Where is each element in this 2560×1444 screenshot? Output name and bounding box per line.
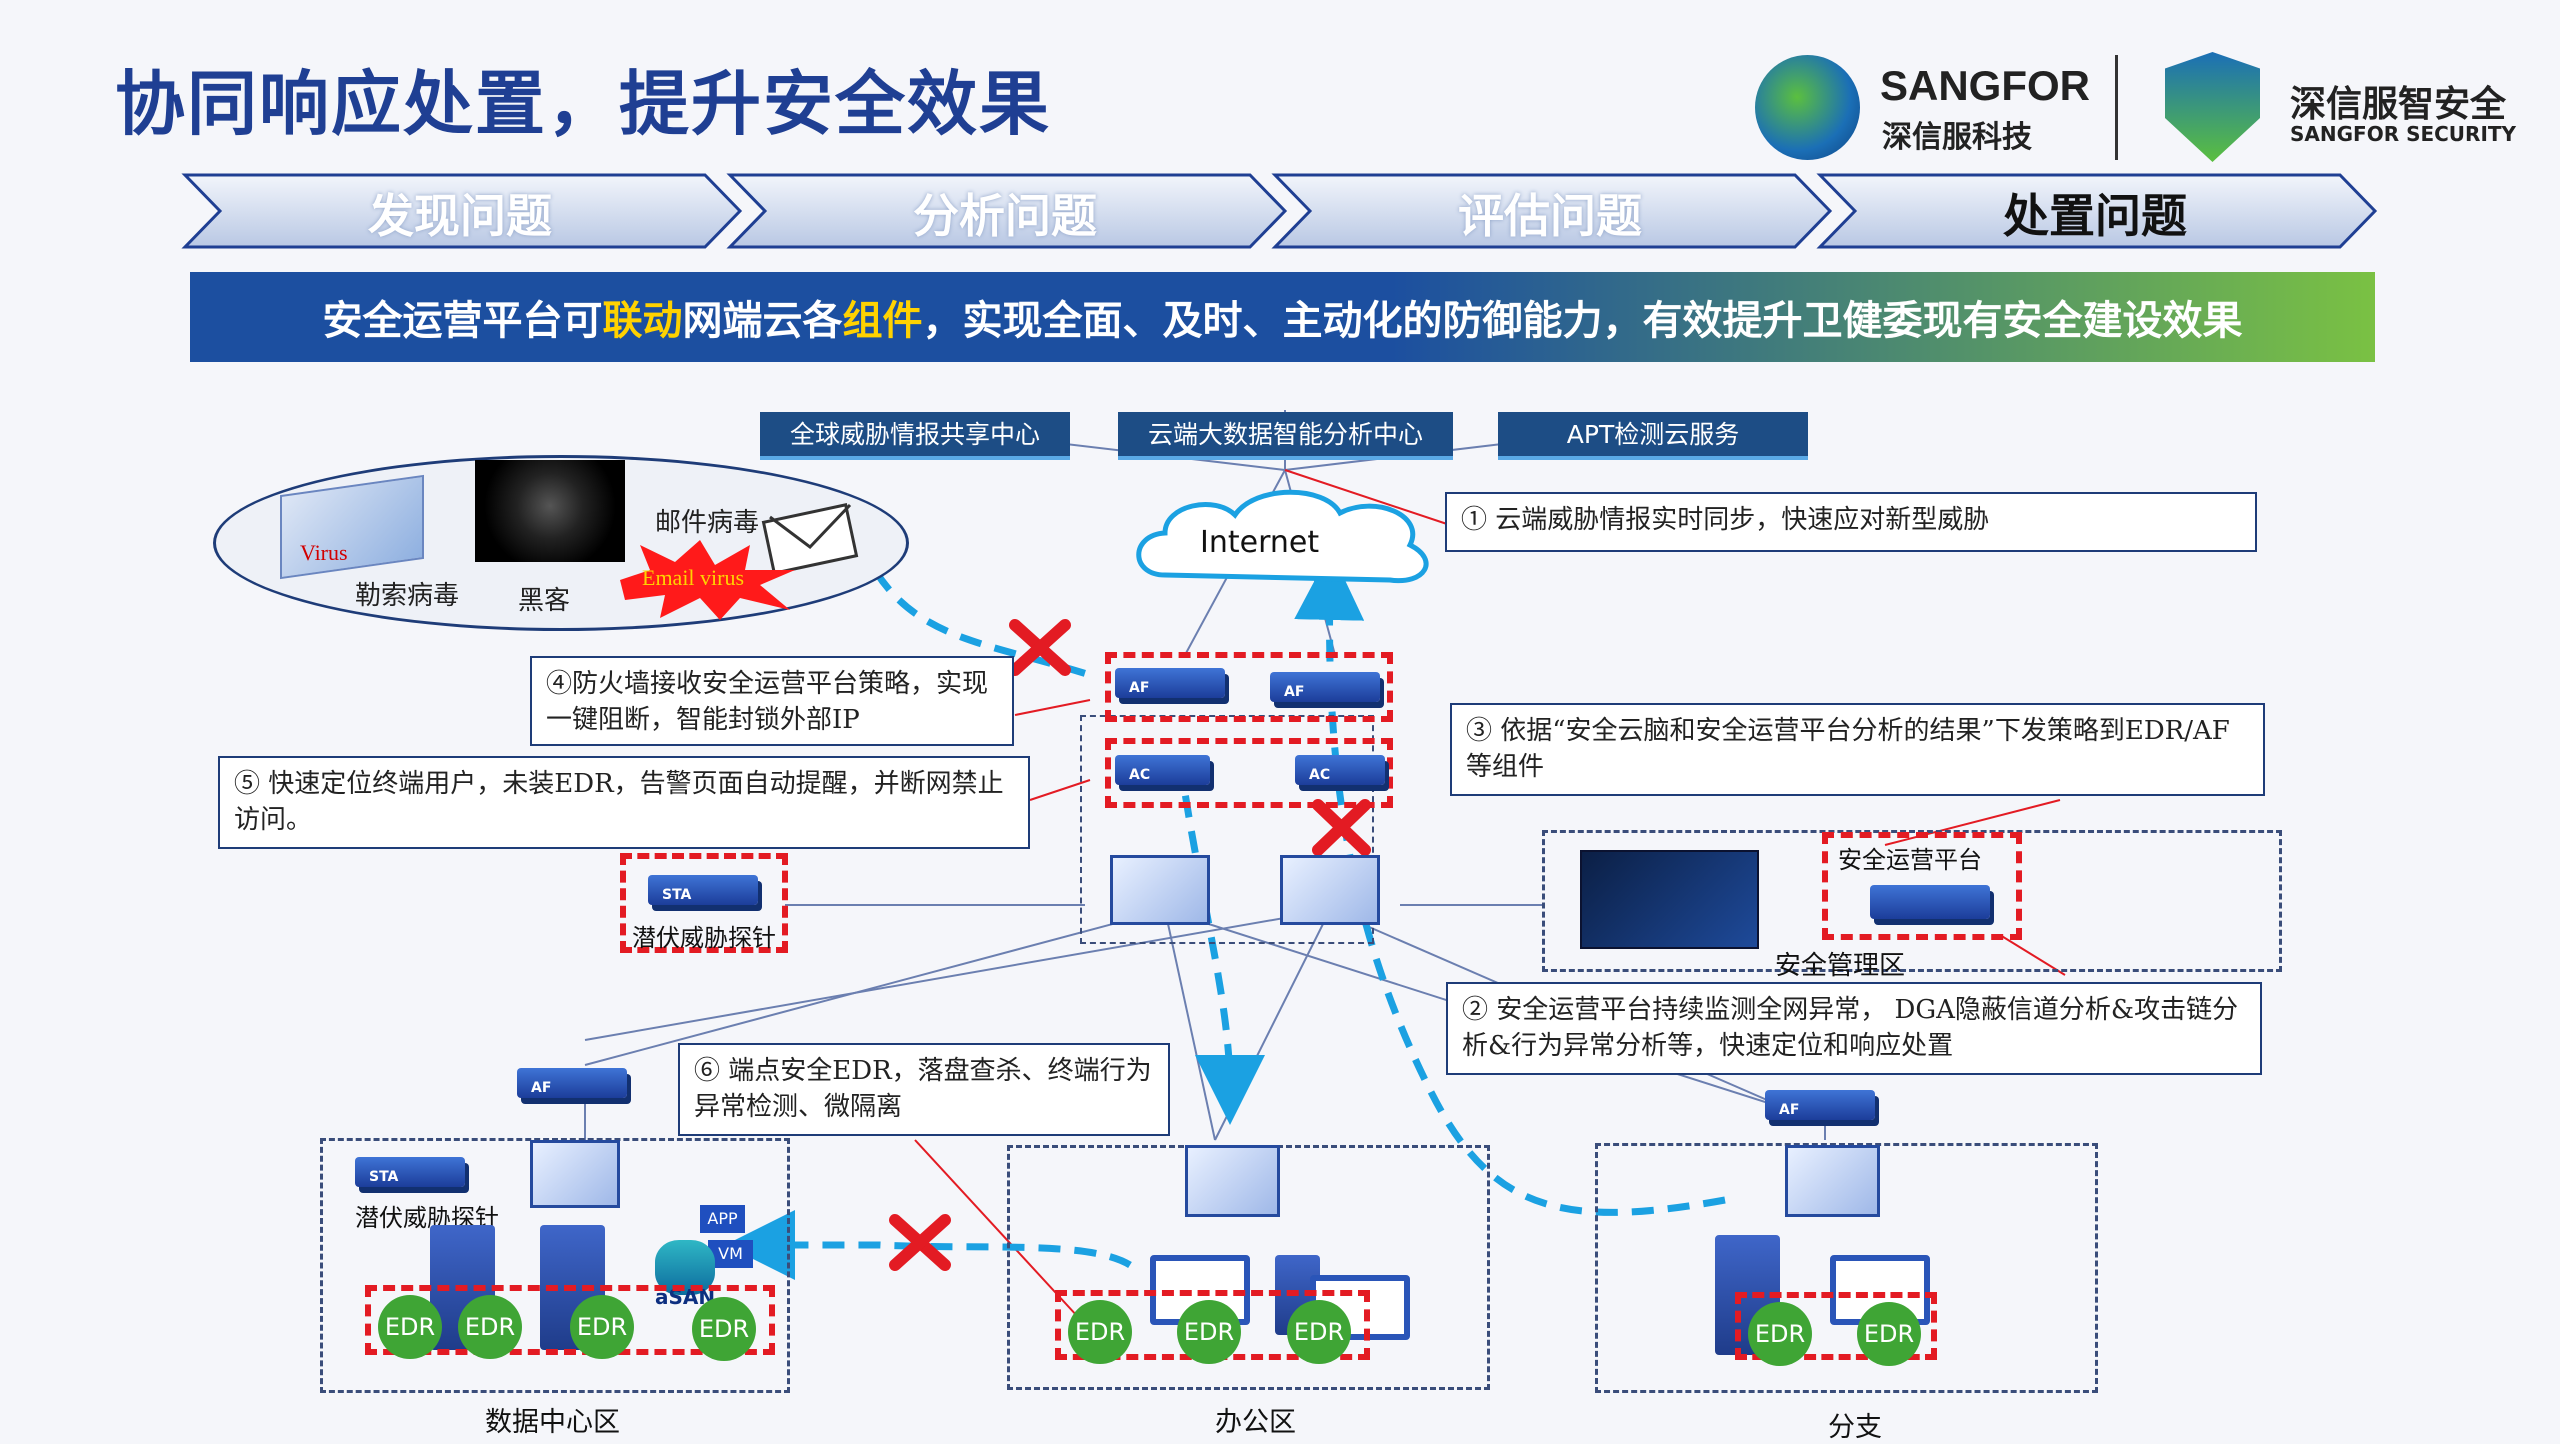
- office-edr-1: EDR: [1068, 1300, 1132, 1364]
- dc-switch: [530, 1140, 620, 1208]
- cloud-service-threat-intel: 全球威胁情报共享中心: [760, 412, 1070, 460]
- summary-banner: [190, 272, 2375, 362]
- brand-divider: [2115, 55, 2118, 160]
- callout-3: ③ 依据“安全云脑和安全运营平台分析的结果”下发策略到EDR/AF等组件: [1450, 703, 2265, 796]
- callout-5: ⑤ 快速定位终端用户，未装EDR，告警页面自动提醒，并断网禁止访问。: [218, 756, 1030, 849]
- step-2: 分析问题: [913, 189, 1097, 243]
- branch-label: 分支: [1828, 1412, 1882, 1443]
- email-icon: [761, 503, 859, 575]
- branch-zone: [1595, 1143, 2098, 1393]
- branch-edr-highlight-box: [1735, 1292, 1937, 1360]
- banner-highlight-2: 组件: [842, 298, 923, 344]
- cloud-service-bigdata: 云端大数据智能分析中心: [1118, 412, 1453, 460]
- callout-6: ⑥ 端点安全EDR，落盘查杀、终端行为异常检测、微隔离: [678, 1043, 1170, 1136]
- dc-edr-2: EDR: [458, 1295, 522, 1359]
- office-edr-3: EDR: [1287, 1300, 1351, 1364]
- cloud-service-apt: APT检测云服务: [1498, 412, 1808, 460]
- datacenter-zone: [320, 1138, 790, 1393]
- sta-label: 潜伏威胁探针: [632, 924, 776, 952]
- internet-cloud-icon: [1136, 489, 1429, 584]
- email-virus-tag: Email virus: [642, 565, 745, 590]
- step-chevrons: [181, 173, 2378, 249]
- step-1: 发现问题: [368, 189, 552, 243]
- branch-af-device: AF: [1765, 1090, 1875, 1120]
- core-ac-2: AC: [1295, 755, 1385, 785]
- office-label: 办公区: [1215, 1407, 1296, 1438]
- dc-edr-3: EDR: [570, 1295, 634, 1359]
- dc-edr-4: EDR: [692, 1297, 756, 1361]
- page-title: 协同响应处置，提升安全效果: [115, 63, 1051, 145]
- email-virus-burst-icon: [620, 540, 795, 620]
- summary-banner-text: 安全运营平台可联动网端云各组件，实现全面、及时、主动化的防御能力，有效提升卫健委…: [190, 288, 2375, 346]
- core-ac-1: AC: [1115, 755, 1210, 785]
- platform-device: [1870, 885, 1990, 919]
- platform-highlight-box: [1822, 832, 2022, 940]
- mgmt-label: 安全管理区: [1775, 951, 1906, 981]
- banner-part-1: 安全运营平台可: [322, 298, 603, 344]
- datacenter-label: 数据中心区: [485, 1407, 620, 1438]
- office-edr-2: EDR: [1177, 1300, 1241, 1364]
- callout-4: ④防火墙接收安全运营平台策略，实现一键阻断，智能封锁外部IP: [530, 656, 1014, 746]
- app-tag: APP: [700, 1205, 745, 1233]
- virus-tag: Virus: [300, 540, 348, 565]
- banner-highlight-1: 联动: [602, 298, 683, 344]
- dc-af-device: AF: [517, 1068, 627, 1098]
- branch-switch: [1785, 1145, 1880, 1217]
- internet-label: Internet: [1200, 525, 1320, 560]
- sta-highlight-box: [620, 853, 788, 953]
- hacker-label: 黑客: [518, 586, 571, 616]
- hacker-image: [475, 460, 625, 562]
- sangfor-logo: [1755, 55, 1860, 160]
- step-4: 处置问题: [2003, 189, 2187, 243]
- banner-part-3: ，实现全面、及时、主动化的防御能力，有效提升卫健委现有安全建设效果: [922, 298, 2243, 344]
- office-switch: [1185, 1145, 1280, 1217]
- ac-highlight-box: [1105, 738, 1393, 808]
- banner-part-2: 网端云各: [682, 298, 843, 344]
- step-3: 评估问题: [1458, 189, 1642, 243]
- dc-edr-highlight-box: [365, 1285, 775, 1355]
- sangfor-name-en: SANGFOR: [1880, 62, 2090, 109]
- dc-sta-device: STA: [355, 1157, 465, 1187]
- vm-tag: VM: [708, 1240, 753, 1268]
- dashboard-screen: [1580, 850, 1759, 949]
- security-name-en: SANGFOR SECURITY: [2290, 122, 2517, 146]
- sangfor-name-cn: 深信服科技: [1882, 120, 2032, 155]
- core-switch-1: [1110, 855, 1210, 925]
- callout-1: ① 云端威胁情报实时同步，快速应对新型威胁: [1445, 492, 2257, 552]
- branch-edr-2: EDR: [1857, 1302, 1921, 1366]
- ransomware-label: 勒索病毒: [355, 581, 460, 611]
- platform-label: 安全运营平台: [1838, 846, 1982, 874]
- af-highlight-box: [1105, 652, 1393, 722]
- core-af-1: AF: [1115, 668, 1225, 698]
- core-af-2: AF: [1270, 672, 1380, 702]
- mgmt-zone: [1542, 830, 2282, 972]
- branch-edr-1: EDR: [1748, 1302, 1812, 1366]
- dc-edr-1: EDR: [378, 1295, 442, 1359]
- callout-2: ② 安全运营平台持续监测全网异常， DGA隐蔽信道分析&攻击链分析&行为异常分析…: [1446, 982, 2262, 1075]
- security-name-cn: 深信服智安全: [2290, 84, 2507, 125]
- sta-device: STA: [648, 875, 758, 905]
- mail-virus-label: 邮件病毒: [655, 508, 760, 538]
- core-switch-2: [1280, 855, 1380, 925]
